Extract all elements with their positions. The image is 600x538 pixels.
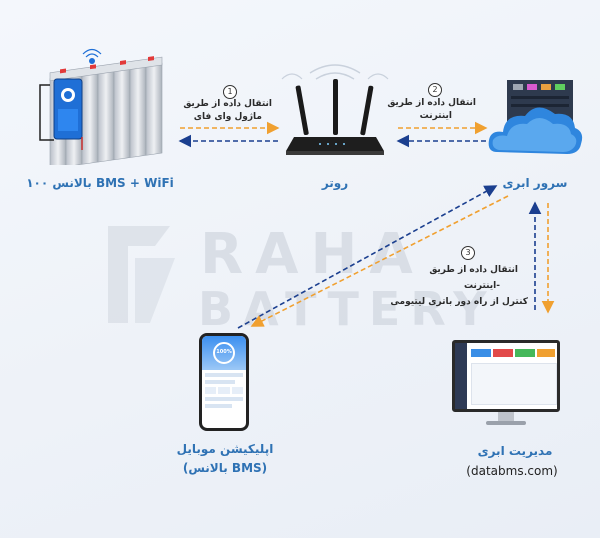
phone-stats: [202, 370, 246, 411]
step-3-badge: 3: [461, 246, 475, 260]
phone-gauge-value: 100%: [216, 349, 232, 355]
router-label: روتر: [321, 176, 349, 190]
battery-label: BMS + WiFi بالانس ۱۰۰: [26, 176, 174, 190]
step-1-badge: 1: [223, 85, 237, 99]
monitor-stand: [498, 412, 514, 422]
mobile-app-label-1: اپلیکیشن موبایل: [176, 442, 274, 456]
phone-gauge: [213, 342, 235, 364]
step-3-line1: انتقال داده از طریق: [429, 265, 518, 275]
cloud-management-url[interactable]: (databms.com): [466, 464, 558, 478]
step-1-line1: انتقال داده از طریق: [183, 99, 272, 109]
watermark-raha: RAHA: [200, 222, 425, 287]
router-image: [281, 64, 389, 155]
mobile-phone: 100%: [199, 333, 249, 431]
phone-screen-header: 100%: [202, 336, 246, 370]
battery-pack-image: [39, 48, 163, 165]
cloud-management-label: مدیریت ابری: [477, 444, 553, 458]
watermark-battery: BATTERY: [198, 282, 497, 336]
step-2-badge: 2: [428, 83, 442, 97]
step-1-line2: ماژول وای فای: [193, 112, 262, 122]
cloud-server-image: [488, 80, 583, 154]
step-2-line2: اینترنت: [419, 111, 452, 121]
step-3-line3: کنترل از راه دور باتری لیتیومی: [390, 297, 528, 307]
mobile-app-label-2: (BMS بالانس): [182, 461, 268, 475]
step-3-line2: -اینترنت: [463, 281, 500, 291]
arrow-mobile-to-cloud: [237, 185, 498, 329]
monitor: [452, 340, 560, 412]
monitor-base: [486, 421, 526, 425]
watermark-logo: [108, 226, 175, 323]
step-2-line1: انتقال داده از طریق: [387, 98, 476, 108]
cloud-server-label: سرور ابری: [502, 176, 568, 190]
